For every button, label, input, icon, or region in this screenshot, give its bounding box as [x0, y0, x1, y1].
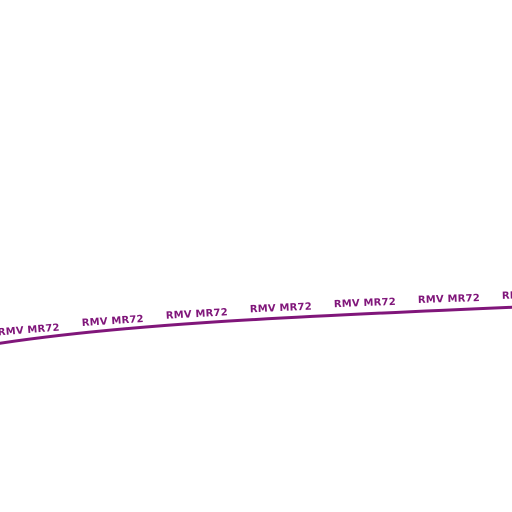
- route-label: RMV MR72: [0, 323, 60, 339]
- route-label: RMV MR72: [502, 289, 512, 302]
- route-label: RMV MR72: [82, 314, 145, 329]
- route-label: RMV MR72: [334, 297, 396, 310]
- route-label: RMV MR72: [166, 307, 229, 321]
- route-label: RMV MR72: [250, 302, 312, 316]
- route-line[interactable]: [0, 305, 512, 345]
- route-label: RMV MR72: [418, 293, 480, 306]
